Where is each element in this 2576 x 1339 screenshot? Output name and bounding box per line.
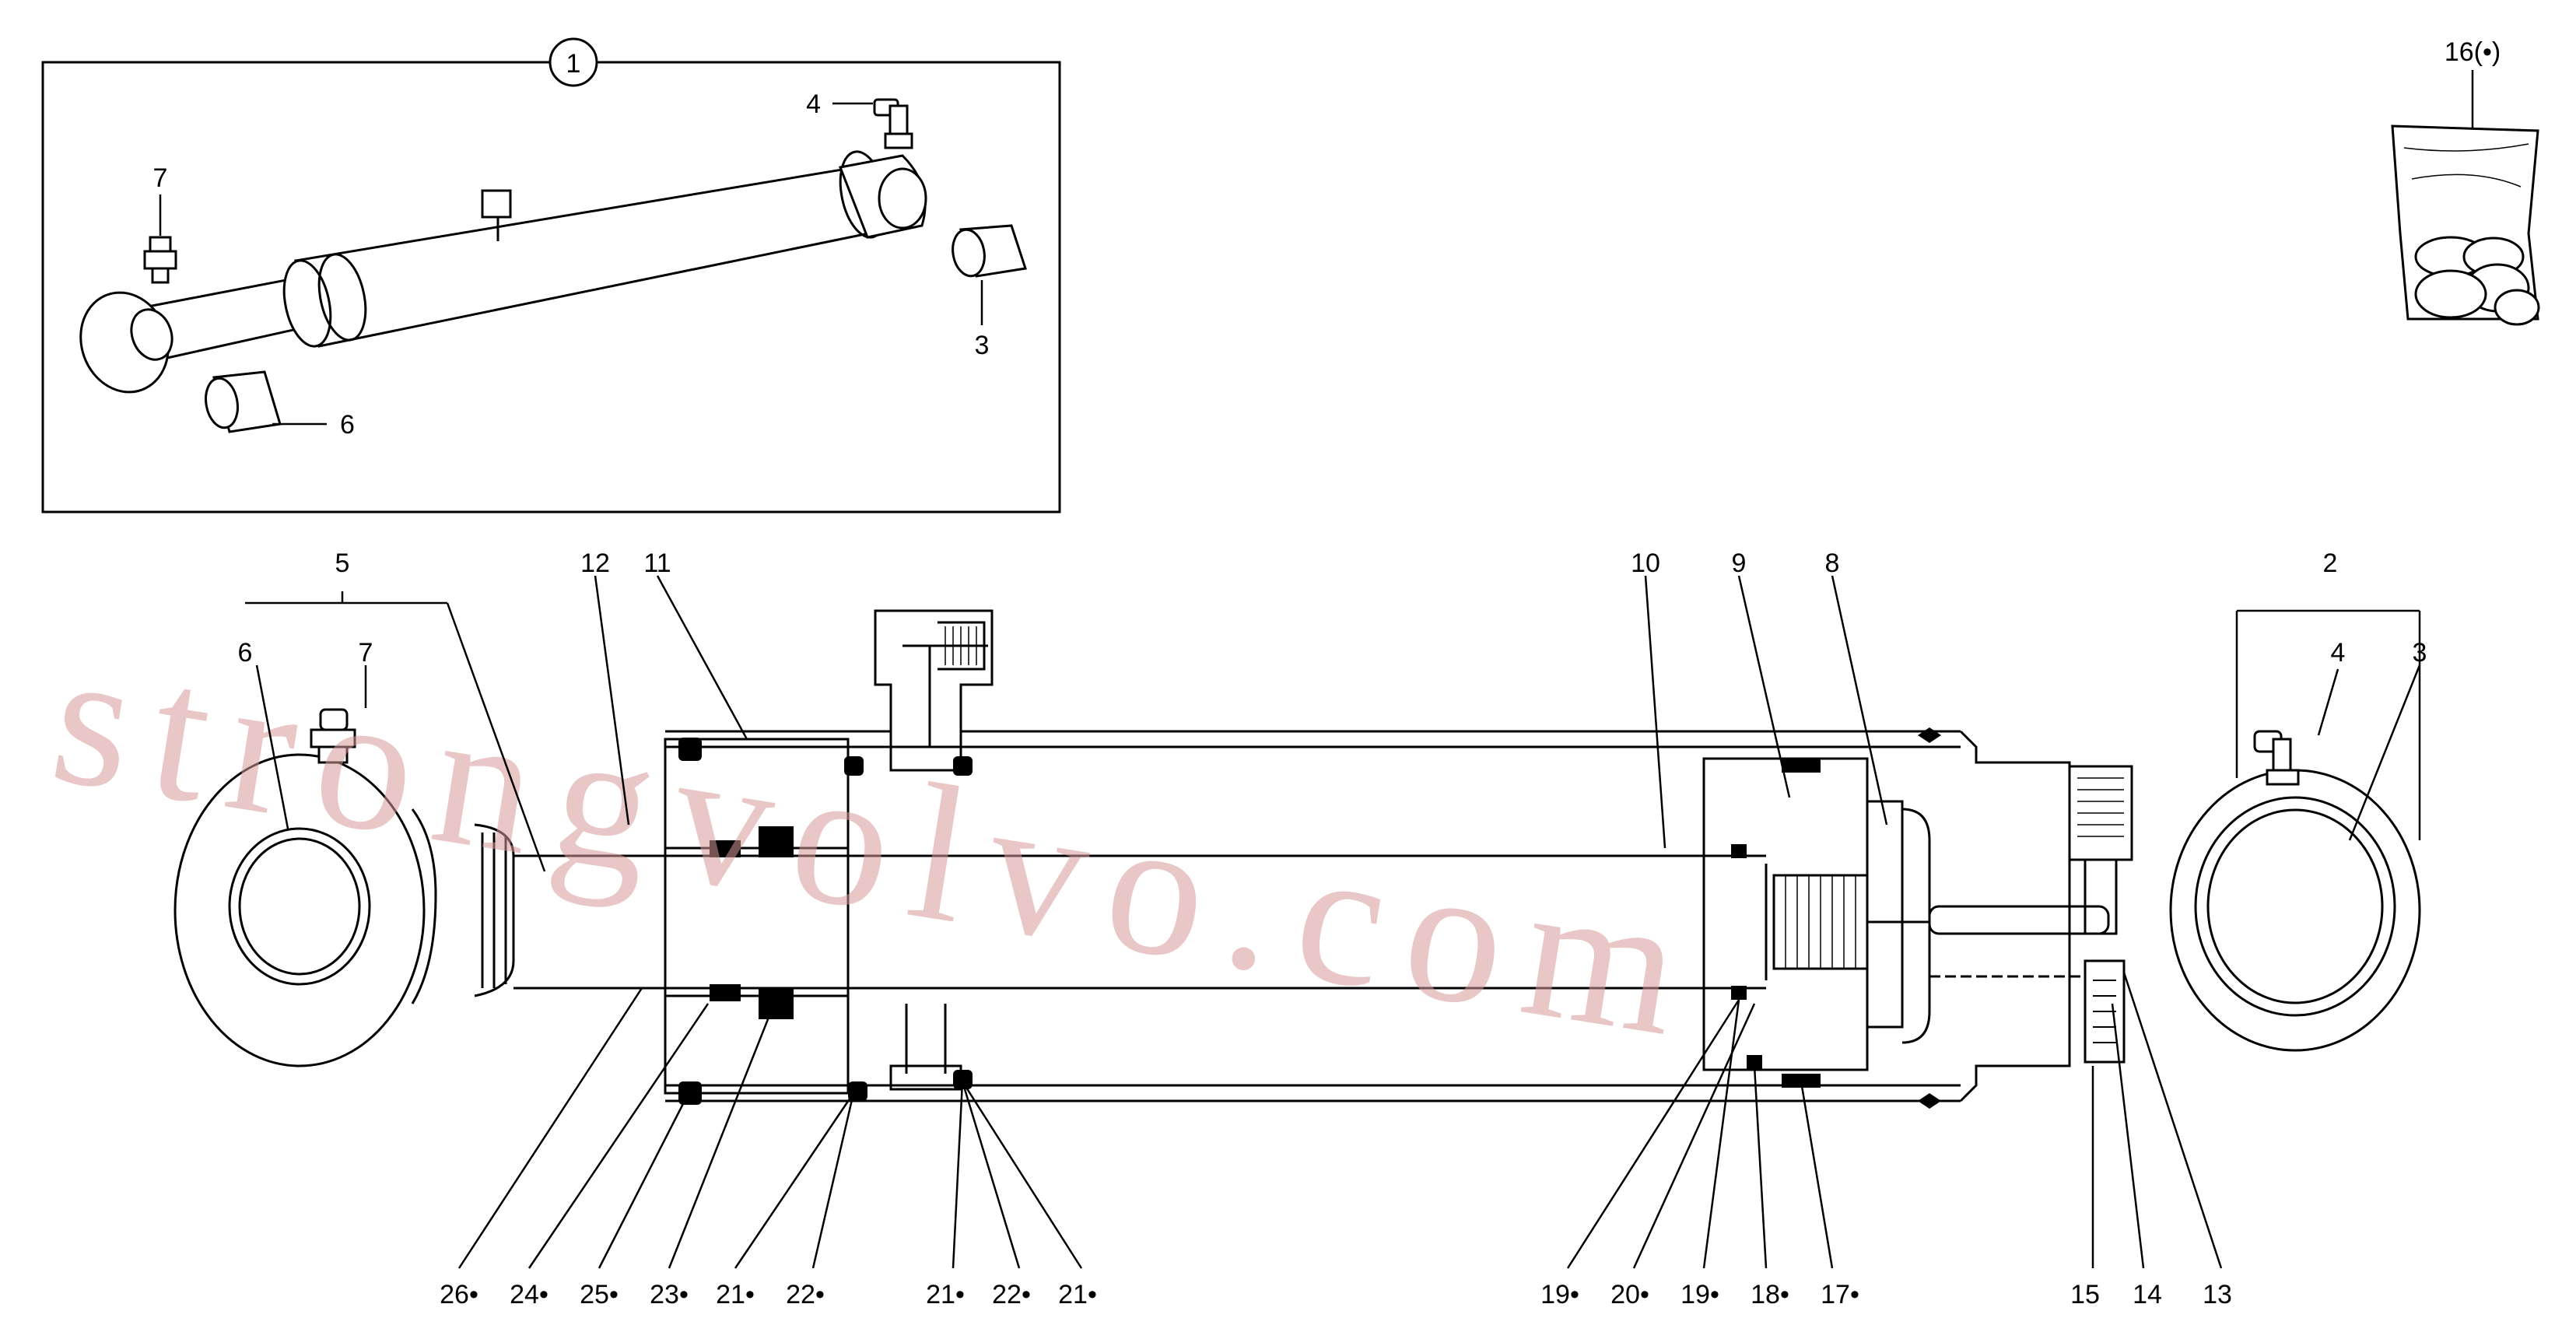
callout-bottom-16: 13 (2203, 1280, 2232, 1309)
callout-bottom-14: 15 (2070, 1280, 2100, 1309)
callout-bottom-11: 19• (1681, 1280, 1719, 1309)
callout-bottom-3: 23• (650, 1280, 689, 1309)
label-bushing-rear: 3 (975, 331, 990, 360)
rear-eye-bushing (2194, 796, 2396, 1017)
rod-eye-housing (173, 753, 426, 1067)
callouts-top: 5 6 7 12 11 10 9 8 2 4 3 (238, 549, 2427, 668)
callout-bottom-10: 20• (1610, 1280, 1649, 1309)
callout-bottom-9: 19• (1540, 1280, 1579, 1309)
callouts-bottom: 26• 24• 25• 23• 21• 22• 21• 22• 21• 19• 20• 19• 18• 1… (440, 1280, 2232, 1309)
bottom-leader-lines (457, 972, 2223, 1269)
callout-bottom-0: 26• (440, 1280, 478, 1309)
callout-top-2: 7 (359, 638, 373, 668)
eye-grease-nipple-icon (310, 708, 356, 764)
top-leader-lines (245, 575, 2421, 872)
callout-bottom-15: 14 (2133, 1280, 2162, 1309)
callout-top-7: 8 (1825, 549, 1840, 578)
cylinder-section-view (173, 609, 2421, 1109)
bushing-rear-icon (952, 224, 1027, 278)
callout-top-1: 6 (238, 638, 253, 668)
callout-bottom-4: 21• (716, 1280, 755, 1309)
assembly-overview-box: 1 7 (41, 37, 1061, 514)
callout-top-3: 12 (580, 549, 610, 578)
rear-elbow-nipple-icon (2253, 730, 2300, 786)
callout-top-0: 5 (335, 549, 350, 578)
assembly-badge-number: 1 (566, 49, 581, 79)
callout-bottom-12: 18• (1751, 1280, 1789, 1309)
label-seal-kit: 16(•) (2445, 37, 2501, 67)
callout-bottom-6: 21• (926, 1280, 965, 1309)
callout-bottom-2: 25• (580, 1280, 619, 1309)
callout-top-6: 9 (1732, 549, 1747, 578)
callout-bottom-1: 24• (510, 1280, 548, 1309)
grease-nipple-icon (143, 236, 177, 284)
bushing-front-icon (205, 370, 282, 433)
label-bushing-front: 6 (340, 410, 355, 440)
callout-top-5: 10 (1631, 549, 1660, 578)
callout-bottom-7: 22• (992, 1280, 1031, 1309)
callout-top-4: 11 (643, 549, 671, 578)
callout-bottom-13: 17• (1821, 1280, 1859, 1309)
seal-rings (678, 727, 1941, 1109)
rod-eye-bushing (228, 827, 371, 986)
callout-top-10: 3 (2413, 638, 2427, 668)
seal-rings-icon (2414, 236, 2540, 326)
label-grease-nipple: 7 (153, 163, 168, 193)
relief-valve (2084, 959, 2126, 1064)
elbow-nipple-icon (873, 98, 913, 149)
callout-top-9: 4 (2331, 638, 2346, 668)
seal-kit-bag: 16(•) (2391, 37, 2540, 326)
callout-top-8: 2 (2323, 549, 2338, 578)
gland-head (664, 738, 850, 1095)
label-elbow-nipple: 4 (806, 89, 821, 119)
callout-bottom-5: 22• (786, 1280, 825, 1309)
overview-cylinder (79, 150, 927, 394)
callout-bottom-8: 21• (1058, 1280, 1097, 1309)
assembly-badge (548, 37, 598, 87)
